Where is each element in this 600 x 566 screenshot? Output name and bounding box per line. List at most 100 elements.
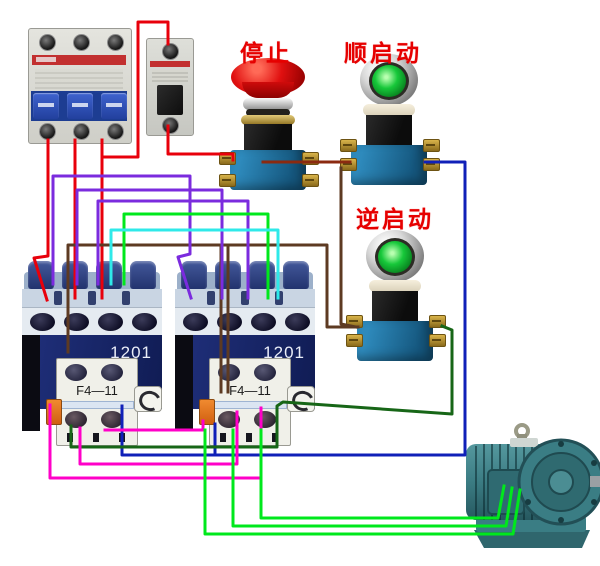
aux-model-label: F4—11 xyxy=(76,383,118,398)
single-pole-breaker xyxy=(146,38,194,136)
main-terminal xyxy=(251,313,276,331)
breaker-toggle-handle xyxy=(67,93,93,119)
forward-start-label: 顺启动 xyxy=(344,40,422,66)
breaker-print-area xyxy=(35,69,123,89)
reverse-start-label: 逆启动 xyxy=(356,206,434,232)
coil-terminal-bump xyxy=(215,261,241,289)
main-terminal xyxy=(30,313,55,331)
aux-print-strip xyxy=(213,401,287,409)
round-selector xyxy=(287,386,317,415)
button-base xyxy=(357,321,433,361)
motor-vent xyxy=(510,438,538,447)
aux-foot xyxy=(220,433,226,442)
terminal-screw xyxy=(302,174,319,187)
breaker-screw-terminal xyxy=(107,123,124,140)
terminal-cap-band xyxy=(175,289,315,307)
terminal-screw xyxy=(346,315,363,328)
button-base xyxy=(351,145,427,185)
breaker-screw-terminal xyxy=(73,34,90,51)
forward-start-button xyxy=(340,54,440,186)
breaker-toggle-handle xyxy=(33,93,59,119)
motor-hub xyxy=(548,469,574,495)
flange-bolts xyxy=(525,441,597,523)
coil-terminal-bump xyxy=(181,261,207,289)
terminal-screw xyxy=(219,152,236,165)
main-terminal xyxy=(217,313,242,331)
stop-label: 停止 xyxy=(240,40,292,66)
breaker-screw-terminal xyxy=(39,34,56,51)
coil-terminal-bump xyxy=(130,261,156,289)
aux-terminal xyxy=(218,364,240,381)
aux-foot xyxy=(93,433,99,442)
aux-lower-terminal xyxy=(65,411,87,428)
orange-tab xyxy=(199,399,215,425)
green-lens xyxy=(375,238,415,276)
terminal-screw xyxy=(423,139,440,152)
main-terminal xyxy=(64,313,89,331)
button-neck xyxy=(372,291,418,323)
breaker-screw-terminal xyxy=(162,43,179,60)
terminal-screw xyxy=(340,158,357,171)
coil-terminal-bump xyxy=(283,261,309,289)
contactor-left: 1201 F4—11 xyxy=(22,258,164,446)
breaker-red-band xyxy=(150,61,190,67)
green-lens xyxy=(369,62,409,100)
main-terminal xyxy=(183,313,208,331)
aux-foot xyxy=(246,433,252,442)
breaker-print-area xyxy=(152,70,188,82)
dark-ring xyxy=(246,109,290,116)
contactor-side-strip xyxy=(22,335,40,431)
red-cap-skirt xyxy=(242,82,294,98)
aux-foot xyxy=(272,433,278,442)
terminal-cap-band xyxy=(22,289,162,307)
breaker-screw-terminal xyxy=(107,34,124,51)
breaker-screw-terminal xyxy=(39,123,56,140)
aux-terminal xyxy=(101,364,123,381)
coil-terminal-bump xyxy=(28,261,54,289)
terminal-screw xyxy=(340,139,357,152)
terminal-screw xyxy=(429,315,446,328)
reverse-start-button xyxy=(346,228,446,362)
aux-foot xyxy=(119,433,125,442)
terminal-screw xyxy=(423,158,440,171)
main-terminal xyxy=(98,313,123,331)
three-pole-breaker xyxy=(28,28,132,144)
orange-tab xyxy=(46,399,62,425)
brass-ring xyxy=(241,115,295,125)
terminal-screw xyxy=(346,334,363,347)
aux-contact-block: F4—11 xyxy=(46,358,138,446)
terminal-screw xyxy=(219,174,236,187)
aux-terminal xyxy=(65,364,87,381)
aux-print-strip xyxy=(60,401,134,409)
aux-lower-terminal xyxy=(101,411,123,428)
main-terminal-band xyxy=(175,307,315,336)
motor-base xyxy=(474,530,590,548)
button-neck xyxy=(366,115,412,147)
button-base xyxy=(230,150,306,190)
chrome-ring xyxy=(243,98,293,110)
breaker-screw-terminal xyxy=(73,123,90,140)
terminal-screw xyxy=(429,334,446,347)
button-neck xyxy=(244,124,292,152)
coil-terminal-bump xyxy=(96,261,122,289)
aux-lower-terminal xyxy=(218,411,240,428)
round-selector xyxy=(134,386,164,415)
aux-lower-terminal xyxy=(254,411,276,428)
contactor-side-strip xyxy=(175,335,193,431)
aux-model-label: F4—11 xyxy=(229,383,271,398)
aux-foot xyxy=(67,433,73,442)
main-terminal xyxy=(285,313,310,331)
stop-button xyxy=(219,58,319,192)
coil-terminal-bump xyxy=(62,261,88,289)
terminal-screw xyxy=(302,152,319,165)
motor-shaft xyxy=(590,476,600,487)
main-terminal-band xyxy=(22,307,162,336)
cream-ring xyxy=(363,104,415,116)
breaker-toggle-handle xyxy=(101,93,127,119)
contactor-right: 1201 F4—11 xyxy=(175,258,317,446)
main-terminal xyxy=(132,313,157,331)
aux-contact-block: F4—11 xyxy=(199,358,291,446)
breaker-screw-terminal xyxy=(162,117,179,134)
coil-terminal-bump xyxy=(249,261,275,289)
